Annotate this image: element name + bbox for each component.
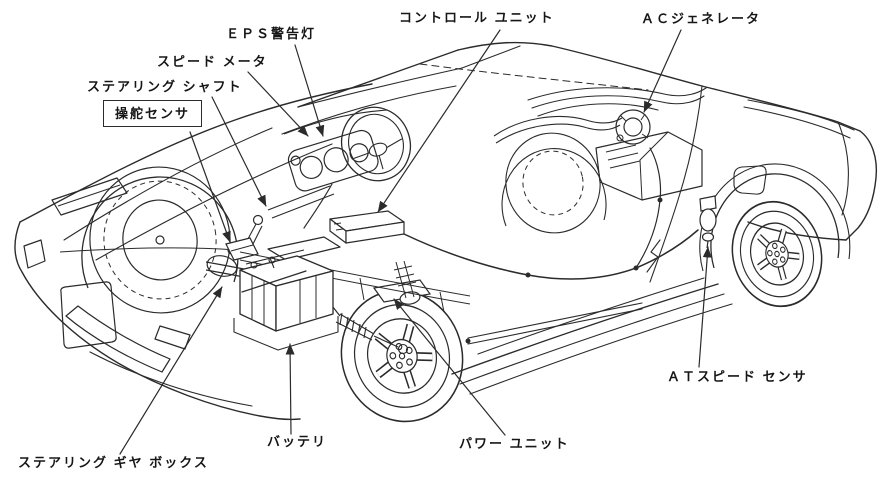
eps-warning-lamp bbox=[290, 155, 301, 166]
instrument-cluster bbox=[283, 109, 389, 192]
label-battery: バッテリ bbox=[267, 434, 328, 449]
label-steering-shaft: ステアリング シャフト bbox=[87, 79, 243, 94]
bumper-vent bbox=[154, 325, 191, 350]
leader-battery bbox=[285, 343, 295, 435]
leader-lines bbox=[119, 29, 712, 455]
rear-left-wheel-phantom bbox=[501, 132, 607, 234]
leader-at-speed-sensor bbox=[698, 246, 712, 368]
leader-steering-shaft bbox=[211, 96, 267, 207]
wiring-harness bbox=[241, 147, 699, 345]
label-speedometer: スピード メータ bbox=[157, 54, 268, 69]
label-power-unit: パワー ユニット bbox=[459, 436, 570, 451]
label-at-speed-sensor: ＡＴスピード センサ bbox=[667, 369, 808, 384]
steering-wheel bbox=[340, 106, 412, 182]
leader-speedometer bbox=[247, 71, 309, 137]
leader-ac-generator bbox=[643, 29, 682, 113]
leader-control-unit bbox=[377, 29, 501, 213]
leader-steering-gear-box bbox=[119, 286, 223, 455]
lug-nuts bbox=[389, 342, 413, 369]
label-steering-gear-box: ステアリング ギヤ ボックス bbox=[18, 455, 209, 470]
intake-duct bbox=[493, 115, 623, 144]
bumper-intake bbox=[65, 305, 171, 373]
at-speed-sensor-part bbox=[699, 195, 717, 249]
door-mirror bbox=[733, 165, 767, 195]
engine-block bbox=[595, 131, 703, 201]
leader-steering-sensor bbox=[189, 131, 231, 243]
front-fascia bbox=[23, 177, 191, 373]
control-unit-part bbox=[329, 210, 405, 244]
label-eps-warning-light: ＥＰＳ警告灯 bbox=[226, 26, 317, 41]
battery-part bbox=[233, 236, 341, 351]
rear-wheel bbox=[699, 163, 851, 308]
leader-power-unit bbox=[393, 298, 506, 436]
leader-eps-warning-light bbox=[294, 44, 325, 137]
marker-light bbox=[23, 239, 46, 269]
label-steering-sensor: 操舵センサ bbox=[103, 100, 203, 127]
label-control-unit: コントロール ユニット bbox=[399, 10, 555, 25]
license-plate bbox=[60, 281, 117, 349]
label-ac-generator: ＡＣジェネレータ bbox=[641, 11, 762, 26]
ac-generator-part bbox=[615, 109, 651, 145]
tie-rod-bellows bbox=[335, 312, 409, 355]
harness-connectors bbox=[465, 197, 663, 344]
headlight-popup bbox=[51, 177, 128, 216]
